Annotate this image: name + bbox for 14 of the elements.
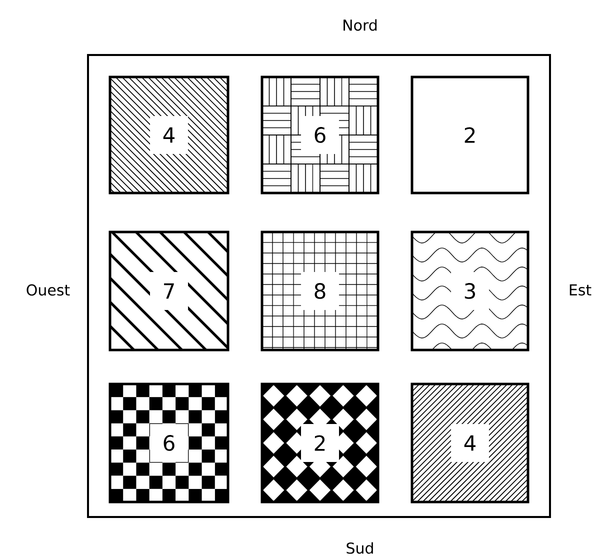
pattern-square: 6 [260,76,380,194]
direction-label: Ouest [26,284,70,296]
pattern-square: 7 [108,230,230,352]
pattern-square: 2 [410,76,530,194]
pattern-square: 3 [410,230,530,352]
pattern-square: 4 [108,76,230,194]
direction-label: Sud [346,542,373,554]
pattern-square: 2 [260,382,380,504]
pattern-square: 8 [260,230,380,352]
direction-label: Nord [344,19,377,31]
direction-label: Est [570,284,592,296]
pattern-square: 4 [410,382,530,504]
board-frame [87,54,551,518]
pattern-square: 6 [108,382,230,504]
